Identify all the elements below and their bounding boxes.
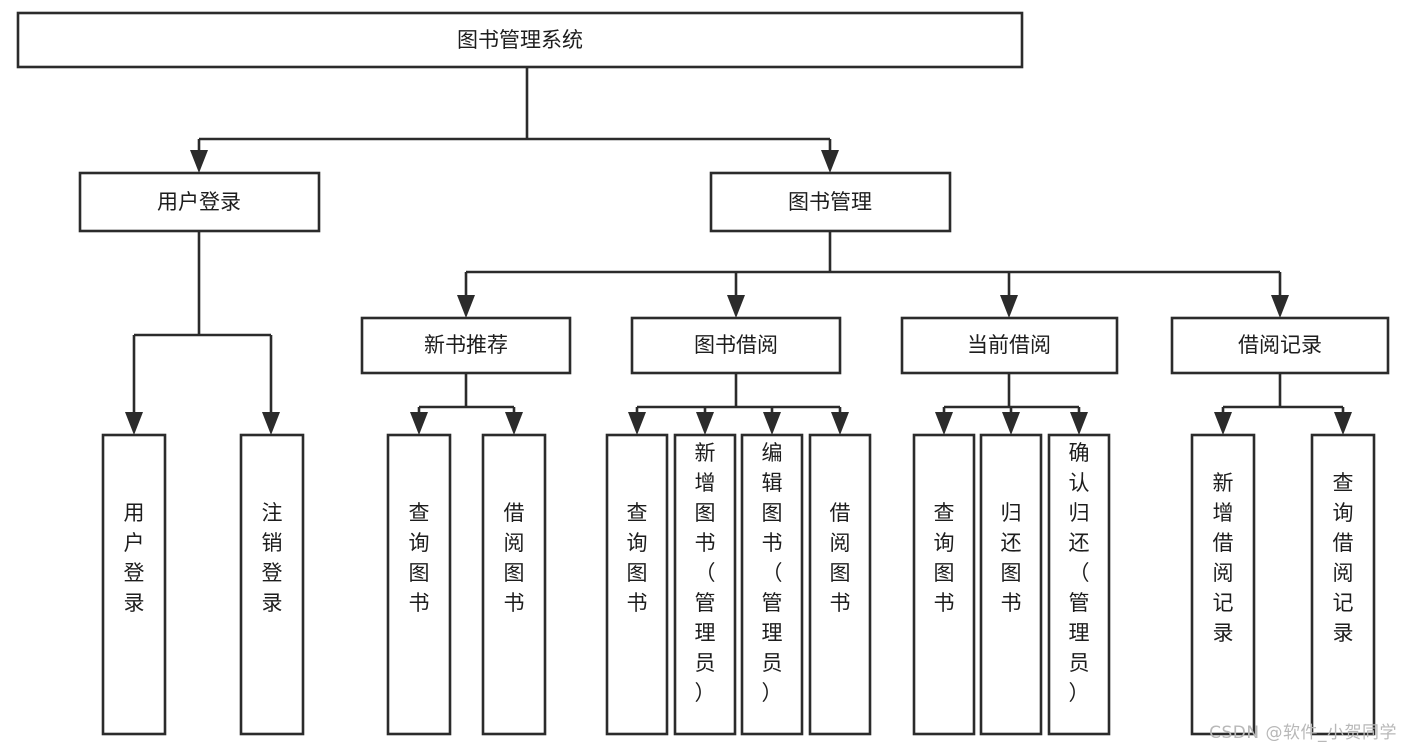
connector-layer: [125, 67, 1352, 435]
node-new-book-recommend-label: 新书推荐: [424, 333, 508, 357]
arrow-head-borrow-record: [1271, 295, 1289, 318]
arrow-head-leaf-logout-login: [262, 412, 280, 435]
node-leaf-edit-book[interactable]: 编辑图书（管理员）: [740, 433, 804, 736]
node-leaf-add-borrow-record-label: 新增借阅记录: [1213, 471, 1234, 645]
node-new-book-recommend-box[interactable]: [360, 316, 572, 375]
node-leaf-return-book-box[interactable]: [979, 433, 1043, 736]
arrow-head-leaf-edit-book: [763, 412, 781, 435]
node-root-label: 图书管理系统: [457, 28, 583, 52]
node-leaf-query-book-2-label: 查询图书: [627, 501, 648, 615]
node-leaf-query-book-1-box[interactable]: [386, 433, 452, 736]
node-leaf-query-book-3-box[interactable]: [912, 433, 976, 736]
csdn-watermark: CSDN @软件_小贺同学: [1209, 723, 1397, 743]
node-new-book-recommend[interactable]: 新书推荐: [360, 316, 572, 375]
node-leaf-borrow-book-2-box[interactable]: [808, 433, 872, 736]
node-book-borrow-box[interactable]: [630, 316, 842, 375]
node-leaf-borrow-book-1[interactable]: 借阅图书: [481, 433, 547, 736]
node-user-login[interactable]: 用户登录: [78, 171, 321, 233]
arrow-head-book-management: [821, 150, 839, 173]
node-leaf-query-book-2[interactable]: 查询图书: [605, 433, 669, 736]
arrow-head-leaf-add-book: [696, 412, 714, 435]
node-leaf-borrow-book-1-box[interactable]: [481, 433, 547, 736]
node-leaf-edit-book-box[interactable]: [740, 433, 804, 736]
node-leaf-borrow-book-2-label: 借阅图书: [830, 501, 851, 615]
arrow-head-leaf-borrow-book-2: [831, 412, 849, 435]
arrow-head-leaf-add-borrow-record: [1214, 412, 1232, 435]
node-book-borrow[interactable]: 图书借阅: [630, 316, 842, 375]
arrow-head-leaf-borrow-book-1: [505, 412, 523, 435]
arrow-head-leaf-query-book-2: [628, 412, 646, 435]
node-leaf-add-book[interactable]: 新增图书（管理员）: [673, 433, 737, 736]
node-leaf-return-book-label: 归还图书: [1001, 501, 1022, 615]
node-leaf-add-book-label: 新增图书（管理员）: [695, 441, 716, 705]
node-borrow-record[interactable]: 借阅记录: [1170, 316, 1390, 375]
arrow-head-leaf-return-book: [1002, 412, 1020, 435]
node-leaf-logout-login-label: 注销登录: [262, 501, 283, 615]
node-leaf-query-borrow-record-label: 查询借阅记录: [1333, 471, 1354, 645]
node-leaf-query-borrow-record[interactable]: 查询借阅记录: [1310, 433, 1376, 736]
node-current-borrow-box[interactable]: [900, 316, 1119, 375]
arrow-head-current-borrow: [1000, 295, 1018, 318]
arrow-head-leaf-query-borrow-record: [1334, 412, 1352, 435]
node-leaf-add-borrow-record-box[interactable]: [1190, 433, 1256, 736]
node-leaf-borrow-book-1-label: 借阅图书: [504, 501, 525, 615]
node-leaf-query-book-1-label: 查询图书: [409, 501, 430, 615]
arrow-head-leaf-user-login: [125, 412, 143, 435]
arrow-head-user-login: [190, 150, 208, 173]
node-leaf-confirm-return-label: 确认归还（管理员）: [1069, 441, 1090, 705]
node-leaf-query-book-1[interactable]: 查询图书: [386, 433, 452, 736]
node-leaf-query-borrow-record-box[interactable]: [1310, 433, 1376, 736]
node-leaf-edit-book-label: 编辑图书（管理员）: [762, 441, 783, 705]
node-leaf-return-book[interactable]: 归还图书: [979, 433, 1043, 736]
node-leaf-query-book-3-label: 查询图书: [934, 501, 955, 615]
node-leaf-query-book-3[interactable]: 查询图书: [912, 433, 976, 736]
node-leaf-user-login-label: 用户登录: [124, 501, 145, 615]
arrow-head-leaf-confirm-return: [1070, 412, 1088, 435]
node-book-management-box[interactable]: [709, 171, 952, 233]
node-leaf-query-book-2-box[interactable]: [605, 433, 669, 736]
arrow-head-leaf-query-book-1: [410, 412, 428, 435]
arrow-head-new-book-recommend: [457, 295, 475, 318]
node-current-borrow[interactable]: 当前借阅: [900, 316, 1119, 375]
node-book-management[interactable]: 图书管理: [709, 171, 952, 233]
node-leaf-confirm-return[interactable]: 确认归还（管理员）: [1047, 433, 1111, 736]
node-leaf-user-login[interactable]: 用户登录: [101, 433, 167, 736]
arrow-head-leaf-query-book-3: [935, 412, 953, 435]
node-leaf-logout-login[interactable]: 注销登录: [239, 433, 305, 736]
node-leaf-borrow-book-2[interactable]: 借阅图书: [808, 433, 872, 736]
node-current-borrow-label: 当前借阅: [967, 333, 1051, 357]
node-leaf-logout-login-box[interactable]: [239, 433, 305, 736]
node-root[interactable]: 图书管理系统: [16, 11, 1024, 69]
node-borrow-record-box[interactable]: [1170, 316, 1390, 375]
node-leaf-confirm-return-box[interactable]: [1047, 433, 1111, 736]
node-leaf-add-book-box[interactable]: [673, 433, 737, 736]
node-book-management-label: 图书管理: [788, 190, 872, 214]
node-user-login-label: 用户登录: [157, 190, 241, 214]
node-root-box[interactable]: [16, 11, 1024, 69]
node-user-login-box[interactable]: [78, 171, 321, 233]
node-leaf-add-borrow-record[interactable]: 新增借阅记录: [1190, 433, 1256, 736]
node-book-borrow-label: 图书借阅: [694, 333, 778, 357]
node-leaf-user-login-box[interactable]: [101, 433, 167, 736]
node-borrow-record-label: 借阅记录: [1238, 333, 1322, 357]
arrow-head-book-borrow: [727, 295, 745, 318]
